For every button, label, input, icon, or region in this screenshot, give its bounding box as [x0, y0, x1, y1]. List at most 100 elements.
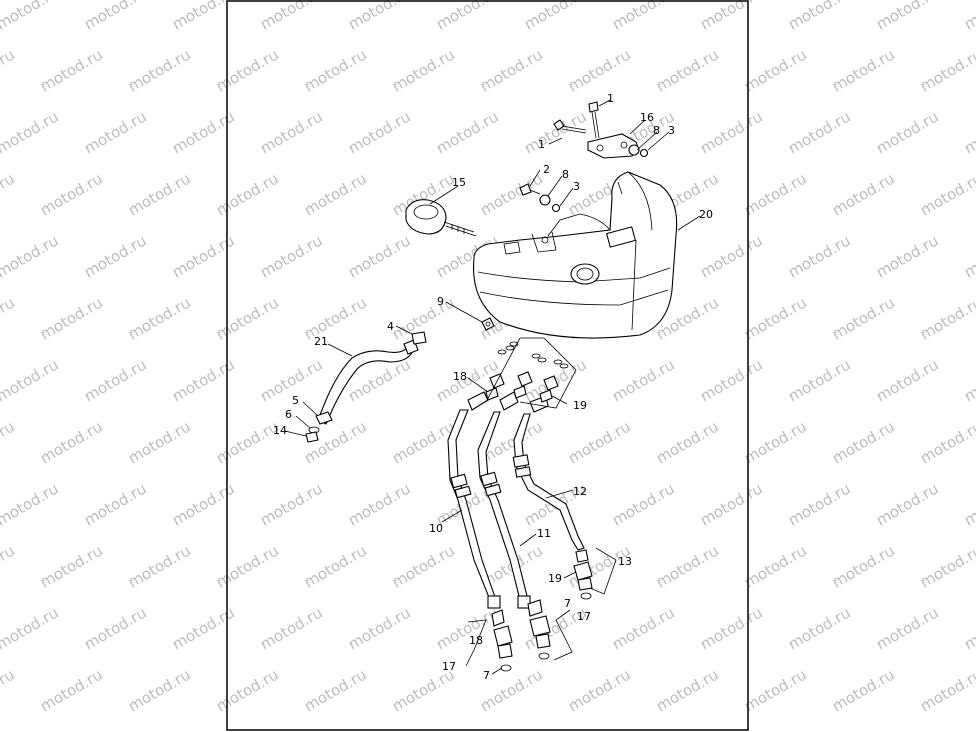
vent-hose-assembly: [305, 331, 427, 443]
callout-17b: 17: [442, 660, 456, 673]
watermark-text: motod.ru: [873, 107, 942, 157]
watermark-text: motod.ru: [917, 417, 976, 467]
watermark-text: motod.ru: [741, 45, 810, 95]
watermark-text: motod.ru: [389, 541, 458, 591]
watermark-text: motod.ru: [873, 355, 942, 405]
watermark-text: motod.ru: [125, 45, 194, 95]
watermark-text: motod.ru: [697, 355, 766, 405]
watermark-text: motod.ru: [785, 107, 854, 157]
watermark-text: motod.ru: [697, 231, 766, 281]
watermark-text: motod.ru: [0, 417, 18, 467]
callout-labels: 1 1 16 8 3 2 8 3 15 20 9 4 21 18 19 5 6 …: [273, 92, 713, 682]
watermark-text: motod.ru: [125, 417, 194, 467]
watermark-text: motod.ru: [37, 293, 106, 343]
watermark-text: motod.ru: [37, 541, 106, 591]
watermark-text: motod.ru: [961, 231, 976, 281]
fuel-line-11: [477, 391, 531, 609]
callout-3a: 3: [668, 124, 675, 137]
watermark-text: motod.ru: [829, 417, 898, 467]
watermark-text: motod.ru: [81, 603, 150, 653]
callout-19a: 19: [573, 399, 587, 412]
leader-lines: [284, 99, 701, 675]
callout-10: 10: [429, 522, 443, 535]
watermark-text: motod.ru: [829, 45, 898, 95]
watermark-text: motod.ru: [873, 603, 942, 653]
lower-fittings: [491, 549, 593, 672]
watermark-text: motod.ru: [521, 0, 590, 33]
watermark-text: motod.ru: [301, 541, 370, 591]
callout-12: 12: [573, 485, 587, 498]
callout-6: 6: [285, 408, 292, 421]
watermark-text: motod.ru: [741, 169, 810, 219]
watermark-text: motod.ru: [345, 603, 414, 653]
watermark-text: motod.ru: [829, 169, 898, 219]
watermark-text: motod.ru: [565, 417, 634, 467]
fuel-line-10: [447, 391, 501, 609]
watermark-text: motod.ru: [81, 231, 150, 281]
watermark-text: motod.ru: [785, 231, 854, 281]
watermark-text: motod.ru: [653, 541, 722, 591]
watermark-text: motod.ru: [257, 479, 326, 529]
watermark-text: motod.ru: [213, 417, 282, 467]
watermark-text: motod.ru: [0, 293, 18, 343]
callout-8a: 8: [653, 124, 660, 137]
watermark-text: motod.ru: [609, 603, 678, 653]
callout-18a: 18: [453, 370, 467, 383]
watermark-text: motod.ru: [961, 479, 976, 529]
callout-11: 11: [537, 527, 551, 540]
watermark-text: motod.ru: [961, 603, 976, 653]
watermark-text: motod.ru: [785, 355, 854, 405]
watermark-text: motod.ru: [301, 169, 370, 219]
watermark-text: motod.ru: [609, 479, 678, 529]
callout-4: 4: [387, 320, 394, 333]
watermark-text: motod.ru: [345, 479, 414, 529]
watermark-text: motod.ru: [873, 231, 942, 281]
hose-clips: [485, 341, 569, 403]
watermark-text: motod.ru: [257, 231, 326, 281]
watermark-text: motod.ru: [0, 231, 62, 281]
callout-2: 2: [543, 163, 550, 176]
watermark-text: motod.ru: [0, 603, 62, 653]
fuel-tank: [472, 171, 678, 339]
watermark-text: motod.ru: [213, 45, 282, 95]
watermark-text: motod.ru: [301, 45, 370, 95]
watermark-text: motod.ru: [301, 665, 370, 715]
watermark-text: motod.ru: [565, 665, 634, 715]
watermark-text: motod.ru: [741, 417, 810, 467]
upper-hardware: [519, 101, 649, 213]
watermark-text: motod.ru: [345, 107, 414, 157]
watermark-text: motod.ru: [829, 293, 898, 343]
watermark-text: motod.ru: [0, 107, 62, 157]
watermark-text: motod.ru: [81, 479, 150, 529]
watermark-text: motod.ru: [81, 0, 150, 33]
watermark-text: motod.ru: [697, 0, 766, 33]
watermark-text: motod.ru: [125, 541, 194, 591]
fitting-9: [481, 317, 495, 331]
watermark-text: motod.ru: [37, 45, 106, 95]
watermark-text: motod.ru: [697, 107, 766, 157]
watermark-text: motod.ru: [0, 0, 62, 33]
callout-8b: 8: [562, 168, 569, 181]
watermark-text: motod.ru: [0, 355, 62, 405]
watermark-text: motod.ru: [213, 665, 282, 715]
watermark-text: motod.ru: [565, 45, 634, 95]
watermark-text: motod.ru: [521, 107, 590, 157]
watermark-text: motod.ru: [125, 293, 194, 343]
callout-18b: 18: [469, 634, 483, 647]
watermark-text: motod.ru: [741, 293, 810, 343]
watermark-text: motod.ru: [301, 417, 370, 467]
watermark-text: motod.ru: [873, 479, 942, 529]
watermark-text: motod.ru: [917, 169, 976, 219]
callout-14: 14: [273, 424, 287, 437]
callout-1a: 1: [607, 92, 614, 105]
watermark-text: motod.ru: [741, 541, 810, 591]
watermark-text: motod.ru: [301, 293, 370, 343]
watermark-text: motod.ru: [961, 107, 976, 157]
watermark-text: motod.ru: [345, 231, 414, 281]
callout-1b: 1: [538, 138, 545, 151]
watermark-text: motod.ru: [653, 45, 722, 95]
watermark-text: motod.ru: [433, 603, 502, 653]
watermark-text: motod.ru: [81, 107, 150, 157]
callout-15: 15: [452, 176, 466, 189]
